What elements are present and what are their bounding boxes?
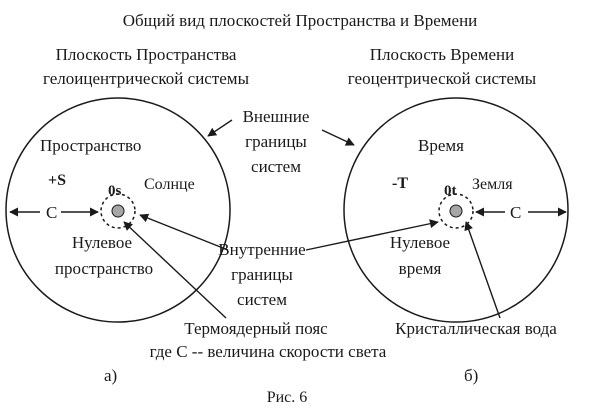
left-heading-line2: гелоицентрической системы (43, 69, 250, 88)
inner-bounds-arrow-left (139, 213, 229, 251)
space-zero-label-line1: Нулевое (72, 233, 132, 252)
time-label: Время (418, 136, 464, 155)
time-sign-label: -T (392, 175, 408, 192)
space-outer-circle (5, 97, 231, 323)
inner-bounds-arrow-right (305, 219, 439, 251)
outer-bounds-line3: систем (251, 157, 301, 176)
panel-label-a: а) (104, 366, 117, 385)
time-center-label: 0t (444, 183, 457, 199)
sun-dot (111, 204, 125, 218)
thermo-belt-line1: Термоядерный пояс (184, 319, 328, 338)
space-zero-label-line2: пространство (55, 259, 153, 278)
crystal-water-label: Кристаллическая вода (395, 319, 557, 338)
right-heading-line1: Плоскость Времени (370, 45, 514, 64)
thermo-belt-line2: где С -- величина скорости света (150, 342, 387, 361)
space-label: Пространство (40, 136, 141, 155)
earth-label: Земля (472, 176, 513, 193)
left-heading-line1: Плоскость Пространства (56, 45, 237, 64)
space-zero-circle (100, 193, 136, 229)
time-speed-label: C (510, 203, 521, 222)
space-sign-label: +S (48, 172, 66, 189)
figure-title: Общий вид плоскостей Пространства и Врем… (123, 11, 478, 30)
time-outer-circle (343, 97, 569, 323)
time-zero-label-line2: время (399, 259, 442, 278)
inner-bounds-line1: Внутренние (218, 240, 305, 259)
right-heading-line2: геоцентрической системы (348, 69, 537, 88)
figure-caption: Рис. 6 (267, 389, 308, 406)
outer-bounds-line1: Внешние (243, 107, 310, 126)
outer-bounds-line2: границы (245, 132, 307, 151)
space-speed-label: C (46, 203, 57, 222)
panel-label-b: б) (464, 366, 478, 385)
inner-bounds-line3: систем (237, 290, 287, 309)
space-center-label: 0s (108, 183, 122, 199)
outer-bounds-arrow-right (321, 129, 355, 146)
earth-dot (449, 204, 463, 218)
sun-label: Солнце (144, 176, 195, 193)
time-zero-label-line1: Нулевое (390, 233, 450, 252)
time-zero-circle (438, 193, 474, 229)
outer-bounds-arrow-left (207, 119, 233, 137)
crystal-water-arrow (464, 221, 501, 319)
thermo-belt-arrow (123, 221, 227, 319)
inner-bounds-line2: границы (231, 265, 293, 284)
